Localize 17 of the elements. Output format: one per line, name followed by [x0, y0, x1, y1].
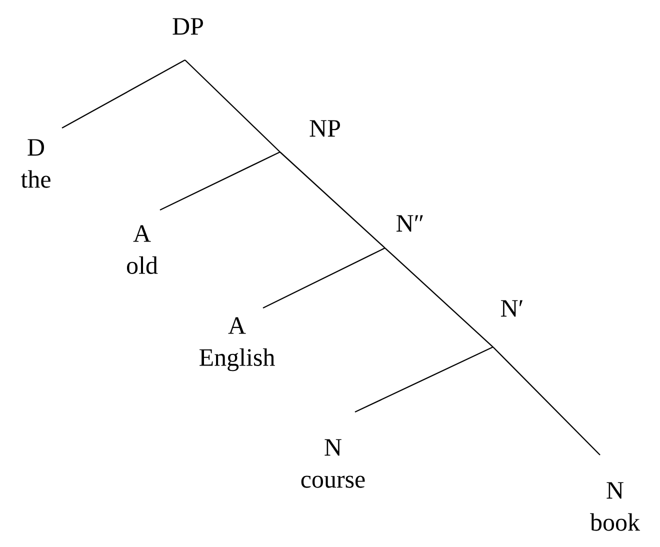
tree-node-label: D the	[20, 139, 50, 188]
tree-branch	[280, 152, 386, 248]
tree-branch	[384, 248, 494, 348]
tree-node-label: N book	[590, 482, 640, 531]
tree-branch	[160, 151, 280, 211]
tree-branch	[262, 247, 386, 309]
tree-branch	[62, 59, 186, 129]
tree-branch	[492, 346, 600, 456]
tree-node-label: N″	[396, 215, 423, 232]
tree-node-label: A English	[200, 317, 275, 372]
tree-branch	[354, 346, 494, 413]
tree-branch	[184, 60, 280, 152]
tree-node-label: A old	[127, 225, 158, 274]
tree-node-label: N course	[301, 439, 365, 488]
tree-node-label: NP	[310, 120, 340, 137]
tree-node-label: DP	[172, 18, 203, 35]
tree-node-label: N′	[500, 300, 523, 317]
